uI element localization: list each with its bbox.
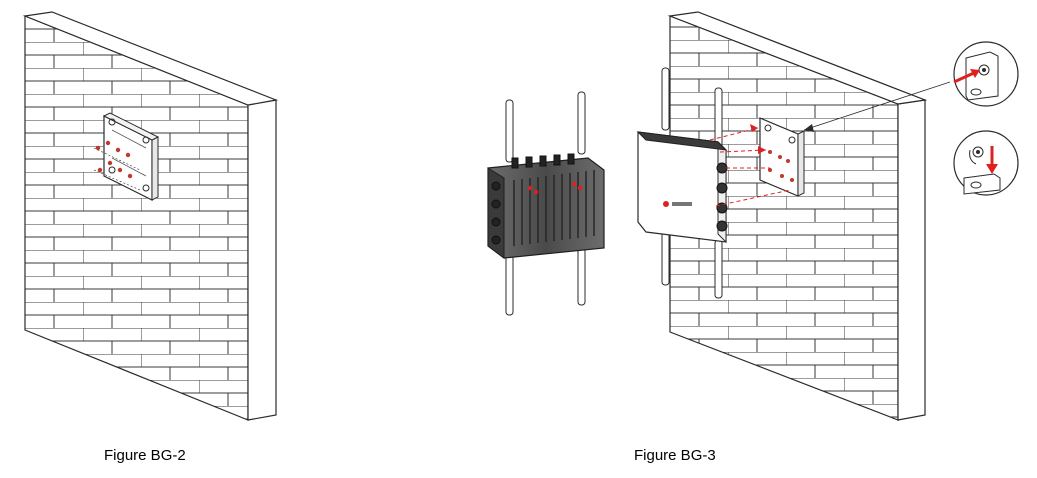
figure-caption-bg3: Figure BG-3: [634, 447, 716, 464]
mounting-bracket: [93, 112, 160, 201]
router-front-view: [636, 67, 728, 299]
detail-view-slide-down: [953, 130, 1019, 196]
brick-wall-illustration: [22, 11, 279, 421]
wall-bracket: [759, 117, 805, 197]
figure-bg3: [470, 0, 1030, 430]
router-mounting-illustration: [487, 11, 1019, 421]
detail-view-insert-screw: [953, 41, 1019, 107]
figure-caption-bg2: Figure BG-2: [104, 447, 186, 464]
figure-bg2: [0, 0, 300, 430]
router-back-view: [487, 91, 605, 316]
